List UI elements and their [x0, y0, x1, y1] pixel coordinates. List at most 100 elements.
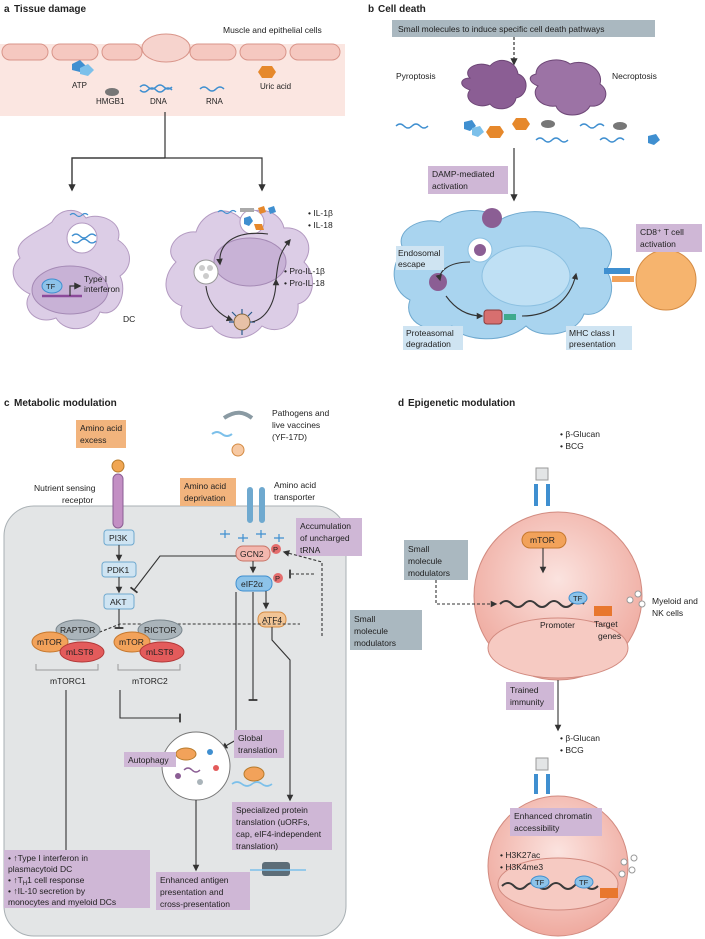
panel-b-letter: b	[368, 4, 374, 15]
enhanced-chromatin-box	[510, 808, 602, 836]
svg-text:molecule: molecule	[408, 556, 442, 566]
il18-label: • IL-18	[308, 220, 333, 230]
global-translation-box	[234, 730, 284, 758]
autophagy-box	[124, 752, 176, 767]
proteasomal-box	[403, 326, 463, 350]
dna-label: DNA	[150, 97, 168, 106]
accum-box	[296, 518, 362, 556]
type1-label-l1: Type I	[84, 274, 107, 284]
mtor-node-d	[521, 531, 567, 549]
cells-label: Muscle and epithelial cells	[223, 25, 322, 35]
rna-label: RNA	[206, 97, 224, 106]
svg-text:mTOR: mTOR	[530, 535, 555, 545]
svg-text:Promoter: Promoter	[540, 620, 575, 630]
accum-l2: of uncharged	[300, 533, 350, 543]
aa-dep-l1: Amino acid	[184, 481, 226, 491]
nutrient-receptor	[112, 473, 124, 529]
svg-text:accessibility: accessibility	[514, 823, 560, 833]
svg-text:• ↑IL-10 secretion by: • ↑IL-10 secretion by	[8, 886, 86, 896]
mhc-label-l1: MHC class I	[569, 328, 615, 338]
rna-icon	[199, 86, 225, 92]
svg-text:modulators: modulators	[408, 568, 450, 578]
svg-text:genes: genes	[598, 631, 621, 641]
pathogens-l1: Pathogens and	[272, 408, 329, 418]
phospho-eif2a	[273, 573, 283, 583]
panel-b: b Cell death Small molecules to induce s…	[368, 4, 702, 350]
panel-d-title: Epigenetic modulation	[408, 398, 515, 409]
translation-complex-icon	[262, 862, 290, 876]
svg-text:eIF2α: eIF2α	[241, 579, 263, 589]
svg-text:PI3K: PI3K	[109, 533, 128, 543]
aat-l1: Amino acid	[274, 480, 316, 490]
panel-c-letter: c	[4, 398, 10, 409]
tf-d2a	[530, 875, 550, 889]
banner-box	[392, 20, 655, 37]
smm-box-d	[404, 540, 468, 580]
svg-text:Small: Small	[408, 544, 429, 554]
enhanced-antigen-box	[156, 872, 250, 910]
mhc-label-l2: presentation	[569, 339, 616, 349]
target-gene-2	[600, 888, 618, 898]
necroptosis-cell	[529, 59, 607, 116]
eif2a-node	[235, 575, 273, 592]
svg-text:RICTOR: RICTOR	[144, 625, 176, 635]
mtorc1-label: mTORC1	[50, 676, 86, 686]
svg-text:Trained: Trained	[510, 685, 539, 695]
aa-dep-l2: deprivation	[184, 493, 226, 503]
hmgb1-label: HMGB1	[96, 97, 125, 106]
panel-a-letter: a	[4, 4, 10, 15]
svg-text:• ↑Type I interferon in: • ↑Type I interferon in	[8, 853, 88, 863]
inflammasome-icon	[233, 313, 251, 331]
svg-text:mTOR: mTOR	[119, 637, 144, 647]
svg-text:• β-Glucan: • β-Glucan	[560, 733, 600, 743]
svg-text:• β-Glucan: • β-Glucan	[560, 429, 600, 439]
svg-text:• BCG: • BCG	[560, 745, 584, 755]
uric-acid-icon	[258, 66, 276, 78]
autophagy-label: Autophagy	[128, 755, 169, 765]
svg-text:P: P	[273, 545, 278, 554]
svg-text:cap, eIF4-independent: cap, eIF4-independent	[236, 829, 322, 839]
hmgb1-icon	[105, 88, 119, 96]
damp-molecules: ATP HMGB1 DNA RNA Uric acid	[72, 60, 291, 106]
svg-text:cross-presentation: cross-presentation	[160, 899, 230, 909]
raptor-node	[55, 619, 101, 641]
endosomal-escape-box	[396, 246, 444, 270]
mlst8-node-1	[59, 641, 105, 663]
svg-text:NK cells: NK cells	[652, 608, 683, 618]
svg-text:TF: TF	[535, 878, 545, 887]
mtor-node-1	[31, 631, 69, 653]
svg-text:RAPTOR: RAPTOR	[60, 625, 95, 635]
svg-text:translation: translation	[238, 745, 277, 755]
proil1b-label: • Pro-IL-1β	[284, 266, 325, 276]
accum-l3: tRNA	[300, 545, 321, 555]
aa-excess-box	[76, 420, 126, 448]
cd8-t-cell	[635, 249, 697, 311]
pyroptosis-label: Pyroptosis	[396, 71, 436, 81]
escaped-fragment	[429, 273, 447, 291]
uncharged-trna	[220, 530, 284, 542]
uric-acid-label: Uric acid	[260, 82, 291, 91]
panel-c-title: Metabolic modulation	[14, 398, 117, 409]
pathogen-icon	[222, 410, 254, 420]
amino-acid-icon	[111, 459, 125, 473]
svg-text:molecule: molecule	[354, 626, 388, 636]
tf-d1	[568, 591, 588, 605]
specialized-box	[232, 802, 332, 850]
gcn2-inhibits-mtor	[129, 555, 236, 594]
il1b-label: • IL-1β	[308, 208, 333, 218]
mhc-tcr-complex	[604, 268, 630, 274]
rictor-node	[137, 619, 183, 641]
trained-immunity-box	[506, 682, 554, 710]
proteasome-icon	[483, 309, 503, 325]
svg-text:monocytes and myeloid DCs: monocytes and myeloid DCs	[8, 897, 116, 907]
type1-label-l2: interferon	[84, 284, 120, 294]
cd8-label-l1: CD8⁺ T cell	[640, 227, 684, 237]
svg-text:modulators: modulators	[354, 638, 396, 648]
nsr-label-l2: receptor	[62, 495, 93, 505]
receptor-ligand-2	[535, 757, 549, 771]
svg-text:• ↑TH1 cell response: • ↑TH1 cell response	[8, 875, 85, 887]
aa-deprivation-box	[180, 478, 236, 506]
ribosome-icon	[243, 766, 265, 782]
virus-icon	[231, 443, 245, 457]
svg-text:Enhanced chromatin: Enhanced chromatin	[514, 811, 592, 821]
